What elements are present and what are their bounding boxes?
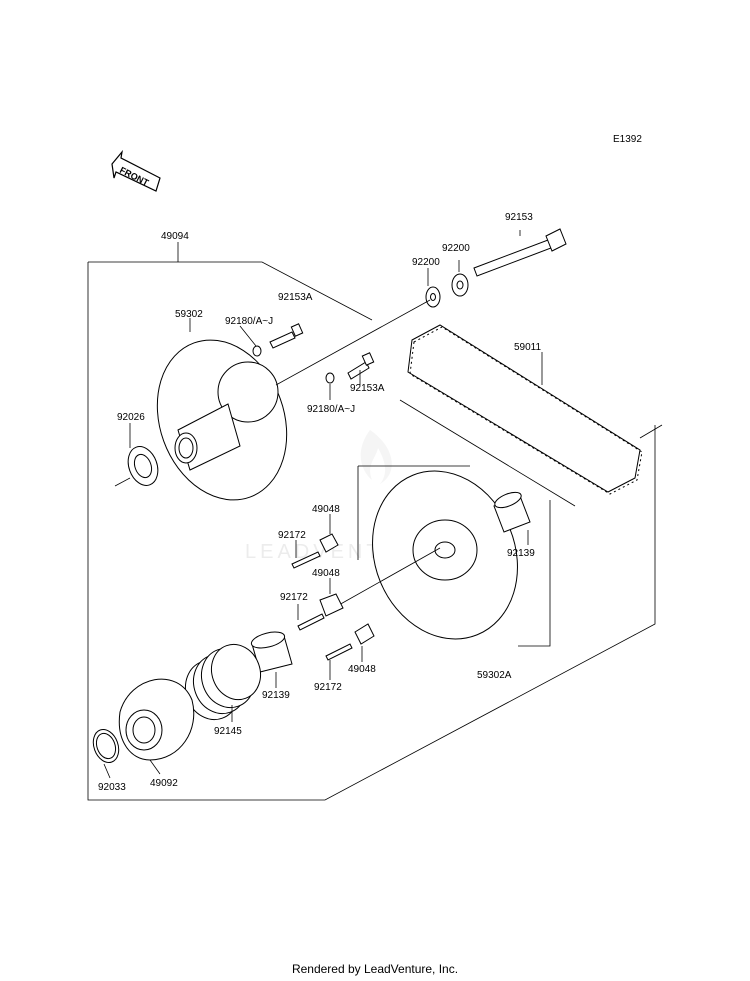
bushing-92139-left — [250, 631, 293, 673]
spring-92145 — [185, 643, 262, 721]
bolt-92172-a — [291, 551, 321, 569]
label-92033: 92033 — [98, 782, 126, 793]
bolt-92153A-top — [269, 323, 304, 349]
label-59011: 59011 — [514, 342, 542, 353]
weight-49048-b — [319, 593, 344, 617]
label-49048-c: 49048 — [348, 664, 376, 675]
sheave-59302 — [156, 339, 288, 501]
label-92180-mid: 92180/A~J — [307, 404, 355, 415]
washer-92200-right — [451, 273, 469, 297]
bolt-92172-c — [325, 643, 353, 661]
label-49048-b: 49048 — [312, 568, 340, 579]
label-92200-left: 92200 — [412, 257, 440, 268]
label-92200-right: 92200 — [442, 243, 470, 254]
washer-92200-left — [425, 286, 441, 308]
drive-belt-59011 — [407, 324, 643, 495]
bolt-92172-b — [297, 613, 325, 631]
label-49094: 49094 — [161, 231, 189, 242]
weight-49048-c — [354, 623, 375, 645]
label-92153A-top: 92153A — [278, 292, 313, 303]
footer-credit: Rendered by LeadVenture, Inc. — [291, 962, 459, 976]
label-92139-right: 92139 — [507, 548, 535, 559]
bolt-92153A-mid — [347, 352, 375, 380]
diagram-code: E1392 — [613, 134, 642, 145]
label-92172-c: 92172 — [314, 682, 342, 693]
cam-49092 — [118, 678, 195, 761]
label-92153: 92153 — [505, 212, 533, 223]
label-59302: 59302 — [175, 309, 203, 320]
label-49092: 49092 — [150, 778, 178, 789]
bolt-92153 — [473, 228, 567, 277]
pin-92180-mid — [325, 372, 335, 384]
watermark-flame-icon — [360, 430, 392, 484]
label-92139-left: 92139 — [262, 690, 290, 701]
assembly-frame — [87, 261, 656, 801]
circlip-92033 — [92, 729, 120, 763]
label-92180-top: 92180/A~J — [225, 316, 273, 327]
label-92026: 92026 — [117, 412, 145, 423]
front-arrow-icon: FRONT — [111, 149, 161, 192]
pin-92180-top — [252, 345, 262, 357]
label-49048-a: 49048 — [312, 504, 340, 515]
label-92172-b: 92172 — [280, 592, 308, 603]
bushing-92139-right — [493, 491, 531, 533]
sheave-59302A — [372, 470, 518, 640]
washer-92026 — [127, 446, 159, 486]
label-59302A: 59302A — [477, 670, 512, 681]
label-92153A-mid: 92153A — [350, 383, 385, 394]
sub-frame — [357, 465, 551, 647]
label-92145: 92145 — [214, 726, 242, 737]
weight-49048-a — [319, 533, 339, 553]
label-92172-a: 92172 — [278, 530, 306, 541]
